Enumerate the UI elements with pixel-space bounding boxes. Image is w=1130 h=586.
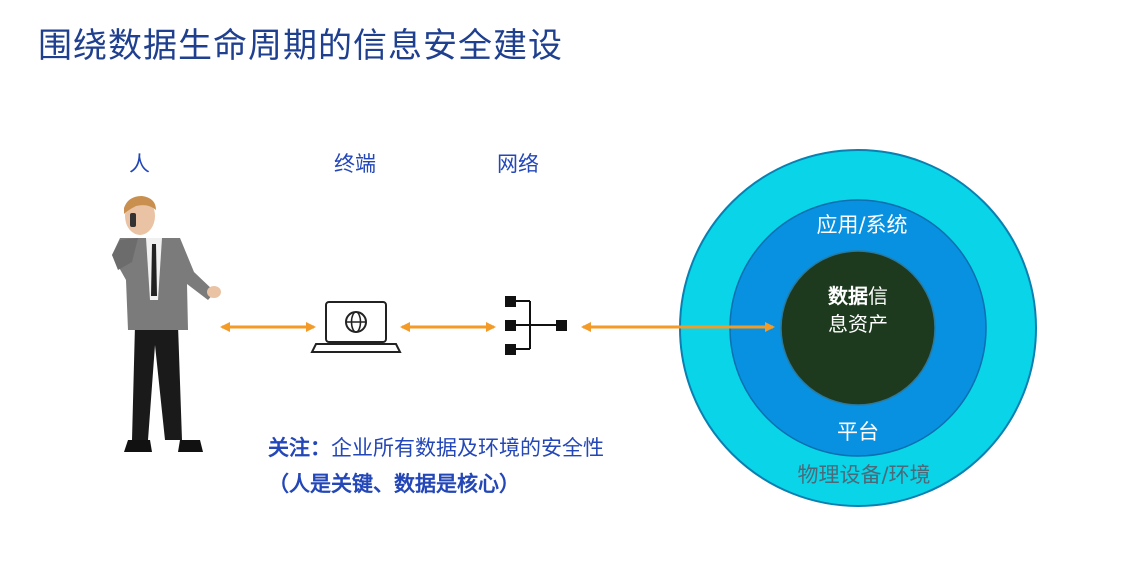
focus-main: 企业所有数据及环境的安全性 [331, 436, 604, 460]
ring-label-platform: 平台 [837, 420, 879, 444]
focus-line-2: （人是关键、数据是核心） [268, 472, 520, 496]
label-network: 网络 [497, 152, 539, 176]
ring-label-application: 应用/系统 [816, 213, 907, 237]
core-data [780, 250, 936, 406]
network-topology-icon [505, 296, 567, 355]
focus-prefix: 关注： [268, 436, 331, 460]
core-label-line2: 息资产 [828, 312, 888, 336]
core-label-line1: 数据信 [828, 284, 888, 308]
core-label-rest: 信 [868, 284, 888, 308]
focus-text: 关注：企业所有数据及环境的安全性 （人是关键、数据是核心） [268, 430, 604, 502]
label-person: 人 [129, 152, 150, 176]
core-label-bold: 数据 [828, 284, 868, 308]
label-terminal: 终端 [334, 152, 376, 176]
person-figure [112, 196, 221, 452]
ring-label-physical: 物理设备/环境 [797, 463, 930, 487]
page-title: 围绕数据生命周期的信息安全建设 [38, 26, 563, 66]
laptop-globe-icon [310, 301, 402, 353]
focus-line-1: 关注：企业所有数据及环境的安全性 [268, 430, 604, 466]
